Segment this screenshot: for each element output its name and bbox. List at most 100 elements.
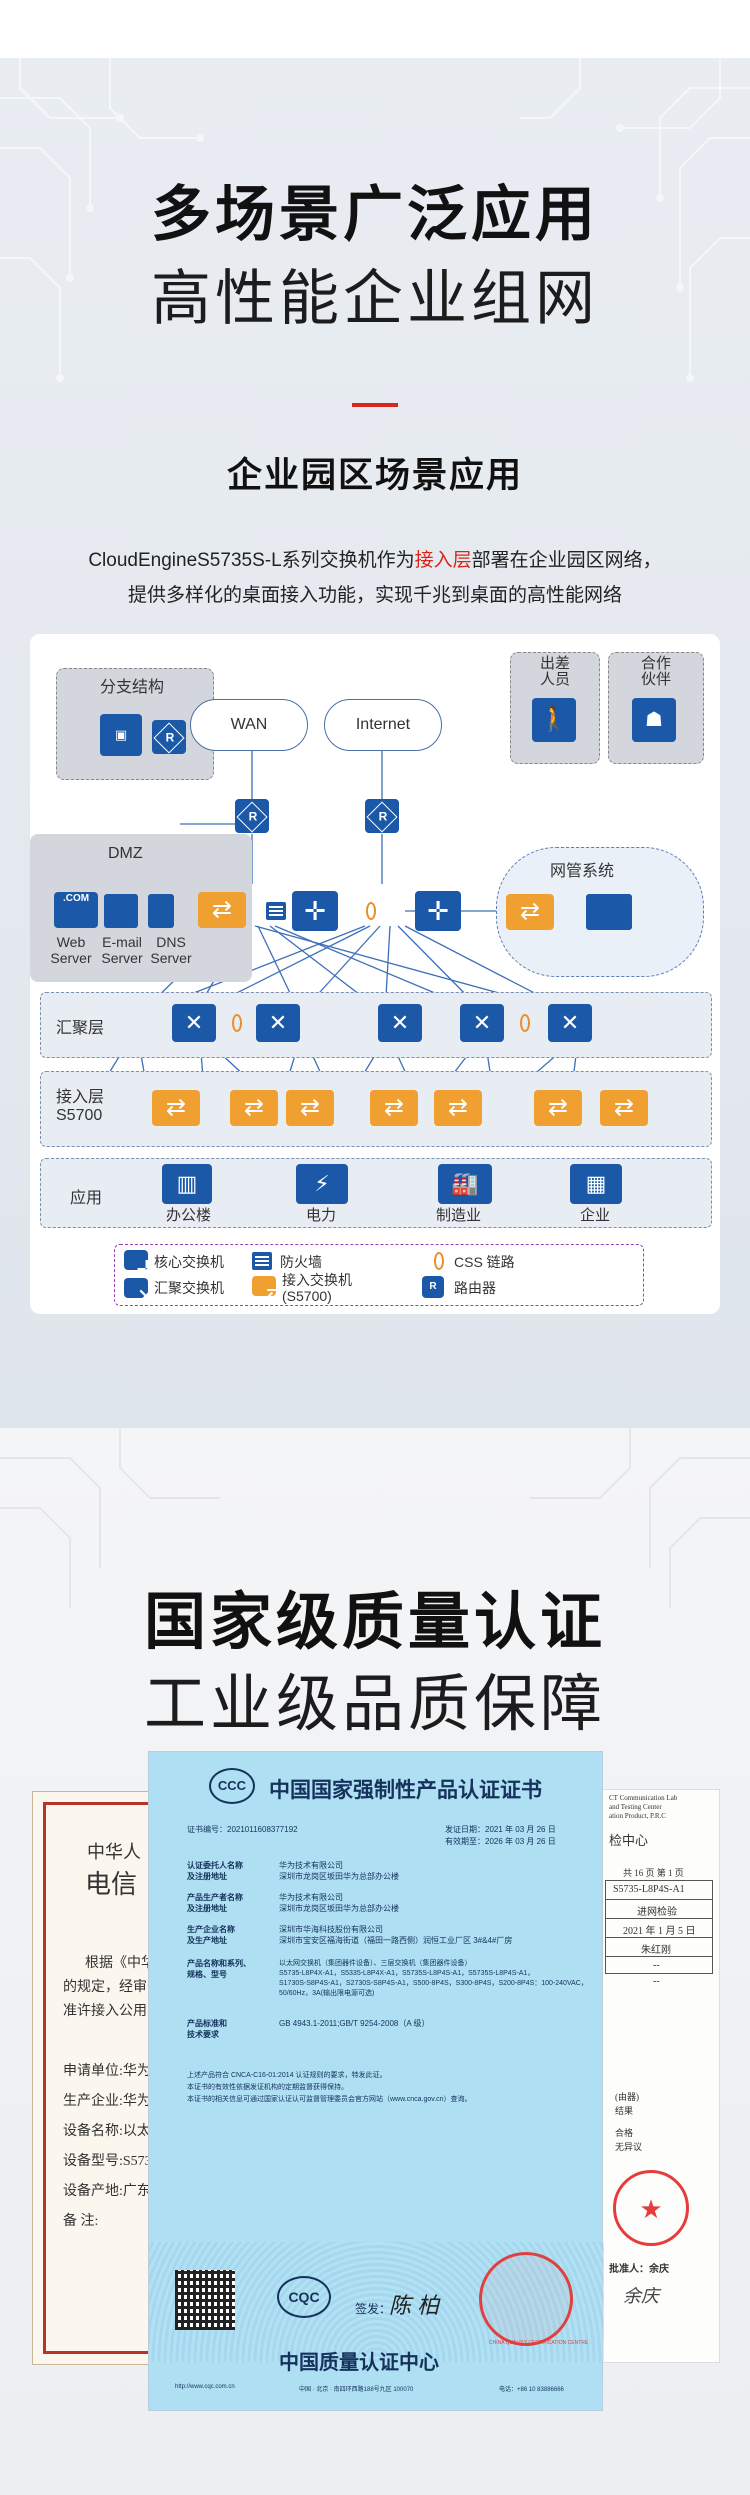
cert-factory-addr: 深圳市宝安区福海街道（福田一路西侧）润恒工业厂区 3#&4#厂房 [279,1936,513,1945]
cert-standard-label: 产品标准和 [187,2019,227,2028]
application-layer-label: 应用 [70,1190,103,1207]
cert-product-2: S5735-L8P4X-A1，S5335-L8P4X-A1，S5735S-L8P… [279,1970,535,1977]
cert-body-3: 本证书的相关信息可通过国家认证认可监督管理委员会官方网站（www.cnca.go… [187,2096,472,2103]
internet-cloud: Internet [324,699,442,751]
license-title-1: 中华人 [87,1842,141,1862]
agg-switch-2-icon [256,1004,300,1042]
report-seal: ★ [613,2170,689,2246]
ccc-certificate: CCC 中国国家强制性产品认证证书 证书编号：2021011608377192 … [148,1751,604,2411]
circuit-decoration-sec2-right [530,1428,750,1608]
agg-switch-1-icon [172,1004,216,1042]
report-b2: 结果 [615,2106,634,2116]
access-switch-4-icon [370,1090,418,1126]
cert-product-label: 产品名称和系列、 [187,1959,251,1968]
cert-footer-addr: 中国 · 北京 · 南四环西路188号九区 100070 [299,2387,414,2393]
legend-router-icon: R [422,1276,444,1298]
license-line-b: 的规定，经审查 [63,1980,161,1995]
report-b1: (由器) [615,2092,639,2102]
access-switch-1-icon [152,1090,200,1126]
headline-line1: 多场景广泛应用 [151,181,599,248]
report-model: S5735-L8P4S-A1 [613,1884,685,1895]
cert-product-1: 以太网交换机（集团器件设备）、三层交换机（集团器件设备） [279,1960,472,1967]
dmz-label: DMZ [108,845,143,862]
cert-sign-label: 签发： [355,2302,392,2316]
ccc-logo: CCC [209,1768,255,1804]
cert-headline-line2: 工业级品质保障 [143,1670,606,1739]
cert-maker: 华为技术有限公司 [279,1893,343,1902]
license-line-a: 根据《中华 [85,1956,155,1971]
report-person: 朱红刚 [641,1945,671,1956]
aggregation-layer-label: 汇聚层 [56,1020,105,1037]
circuit-decoration-sec2-left [0,1428,220,1608]
cert-factory-label: 生产企业名称 [187,1925,235,1934]
enterprise-icon: ▦ [570,1164,622,1204]
cert-footer-tel: 电话：+86 10 83886666 [499,2387,564,2393]
legend-core-switch-icon [124,1250,170,1290]
access-switch-6-icon [534,1090,582,1126]
cert-footer-web: http://www.cqc.com.cn [175,2384,235,2390]
nms-label: 网管系统 [550,863,615,880]
report-dash-1: -- [653,1960,660,1971]
description-line2: 提供多样化的桌面接入功能，实现千兆到桌面的高性能网络 [127,585,622,606]
internet-router-icon: R [365,799,399,833]
agg-switch-3-icon [378,1004,422,1042]
cert-valid-date: 有效期至：2026 年 03 月 26 日 [445,1837,556,1846]
cert-maker-label-2: 及注册地址 [187,1904,227,1913]
branch-label: 分支结构 [100,679,165,696]
report-header-3: ation Product, P.R.C [609,1812,666,1820]
cert-signature: 陈 柏 [389,2293,440,2318]
legend-core-switch: 核心交换机 [154,1254,224,1270]
report-header-1: CT Communication Lab [609,1794,678,1802]
cert-applicant: 华为技术有限公司 [279,1861,343,1870]
access-switch-2-icon [230,1090,278,1126]
manufacturing-label: 制造业 [436,1207,482,1224]
web-server-icon: .COM [54,892,98,928]
license-field-2: 生产企业:华为 [63,2094,151,2109]
nms-access-switch-icon [506,894,554,930]
cert-qr-code [175,2270,235,2330]
license-field-6: 备 注: [63,2214,99,2229]
cqc-logo: CQC [277,2276,331,2318]
section-subtitle: 企业园区场景应用 [226,456,523,495]
core-switch-1-icon [292,891,338,931]
cert-product-3: S1730S-S8P4S-A1，S2730S-S8P4S-A1，S500-8P4… [279,1980,588,1987]
report-b3: 合格 [615,2128,634,2138]
enterprise-label: 企业 [580,1207,611,1224]
cert-seal [479,2252,573,2346]
certification-section: 国家级质量认证 工业级品质保障 中华人 电信 根据《中华 的规定，经审查 准许接… [0,1428,750,2495]
license-title-2: 电信 [85,1870,138,1899]
cert-title: 中国国家强制性产品认证证书 [269,1779,542,1802]
cert-product-4: 50/60Hz，3A(输出限电源可选) [279,1990,375,1997]
report-b4: 无异议 [615,2142,643,2152]
license-line-c: 准许接入公用网 [63,2004,161,2019]
top-strip [0,0,750,58]
access-switch-3-icon [286,1090,334,1126]
license-field-5: 设备产地:广东 [63,2184,151,2199]
legend-access-switch: 接入交换机(S5700) [282,1272,352,1304]
business-trip-label: 出差人员 [539,655,570,688]
dmz-access-switch-icon [198,892,246,928]
access-switch-7-icon [600,1090,648,1126]
cert-number: 证书编号：2021011608377192 [187,1825,298,1834]
manufacturing-icon: 🏭 [438,1164,492,1204]
branch-router-icon: R [152,720,186,754]
power-icon: ⚡ [296,1164,348,1204]
legend-agg-switch-icon [124,1278,168,1314]
power-label: 电力 [306,1207,337,1224]
cert-applicant-label-2: 及注册地址 [187,1872,227,1881]
firewall-icon [266,902,286,920]
highlight-access-layer: 接入层 [414,550,472,571]
partner-icon: ☗ [632,698,676,742]
report-table [605,1880,713,1974]
license-field-3: 设备名称:以太 [63,2124,151,2139]
email-server-icon [104,894,138,928]
report-date: 2021 年 1 月 5 日 [623,1926,696,1937]
report-signature: 余庆 [623,2286,659,2306]
cert-body-2: 本证书的有效性依据发证机构的定期监督获得保持。 [187,2084,348,2091]
cert-standard-label-2: 技术要求 [187,2030,219,2039]
cert-seal-text: CHINA QUALITY CERTIFICATION CENTRE [489,2340,589,2346]
nms-pc-icon [586,894,632,930]
cert-maker-addr: 深圳市龙岗区坂田华为总部办公楼 [279,1904,399,1913]
